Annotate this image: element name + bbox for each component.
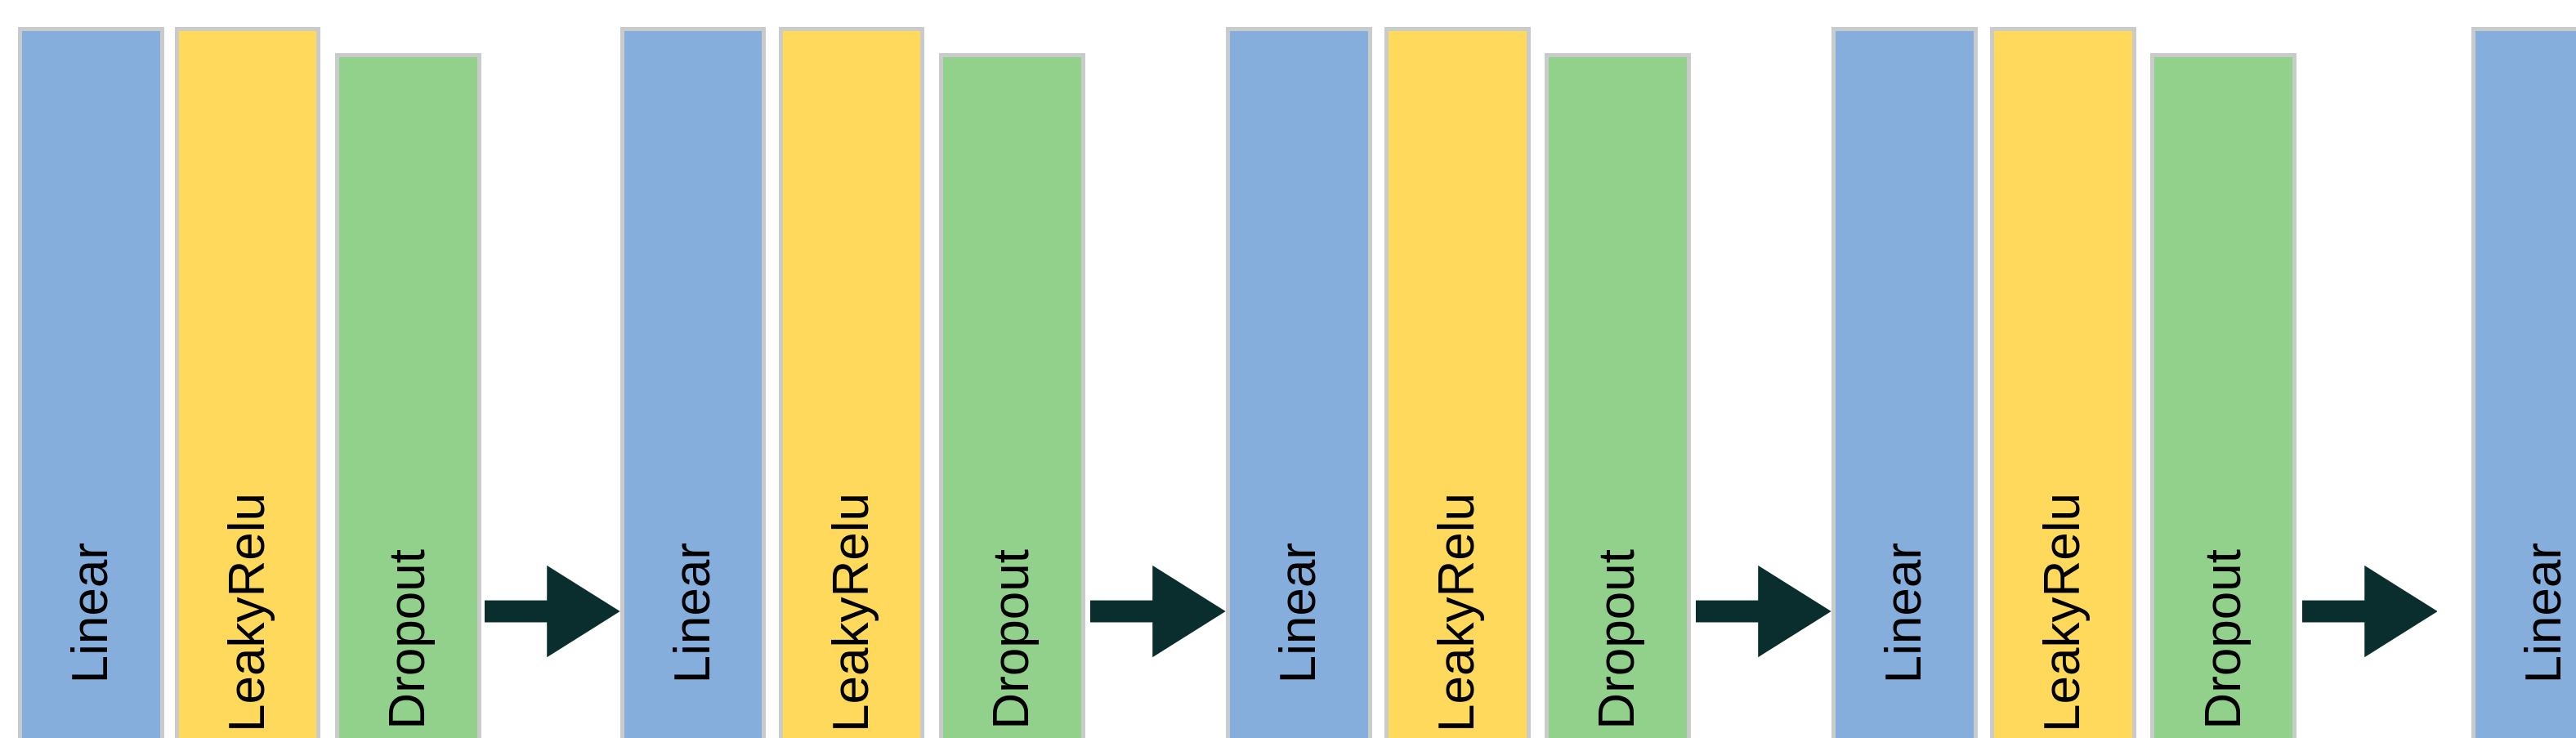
layer-block-label: LeakyRelu [823,493,880,733]
layer-block-linear: Linear [2471,26,2576,738]
layer-block-activation: LeakyRelu [174,26,321,738]
layer-block-linear: Linear [17,26,164,738]
layer-block-linear: Linear [619,26,767,738]
layer-block-linear: Linear [1225,26,1372,738]
layer-block-label: Linear [2516,542,2573,684]
layer-block-label: Linear [1270,542,1327,684]
layer-block-linear: Linear [1831,26,1978,738]
layer-block-label: Linear [62,542,119,684]
layer-block-dropout: Dropout [2150,53,2296,738]
layer-block-dropout: Dropout [1545,53,1691,738]
layer-block-label: Dropout [2194,549,2252,730]
layer-block-dropout: Dropout [334,53,481,738]
layer-block-label: Dropout [379,549,436,730]
layer-block-dropout: Dropout [938,53,1085,738]
flow-arrow-icon [2301,565,2438,657]
layer-block-label: Linear [1876,542,1933,684]
layer-block-label: LeakyRelu [219,493,275,733]
layer-block-label: LeakyRelu [2034,493,2091,733]
layer-block-label: Linear [664,542,721,684]
layer-block-activation: LeakyRelu [1384,26,1531,738]
flow-arrow-icon [484,565,620,657]
layer-block-label: Dropout [983,549,1040,730]
layer-block-label: Dropout [1589,549,1646,730]
flow-arrow-icon [1696,565,1832,657]
layer-block-activation: LeakyRelu [778,26,925,738]
layer-block-activation: LeakyRelu [1990,26,2136,738]
layer-block-label: LeakyRelu [1429,493,1486,733]
flow-arrow-icon [1090,565,1226,657]
